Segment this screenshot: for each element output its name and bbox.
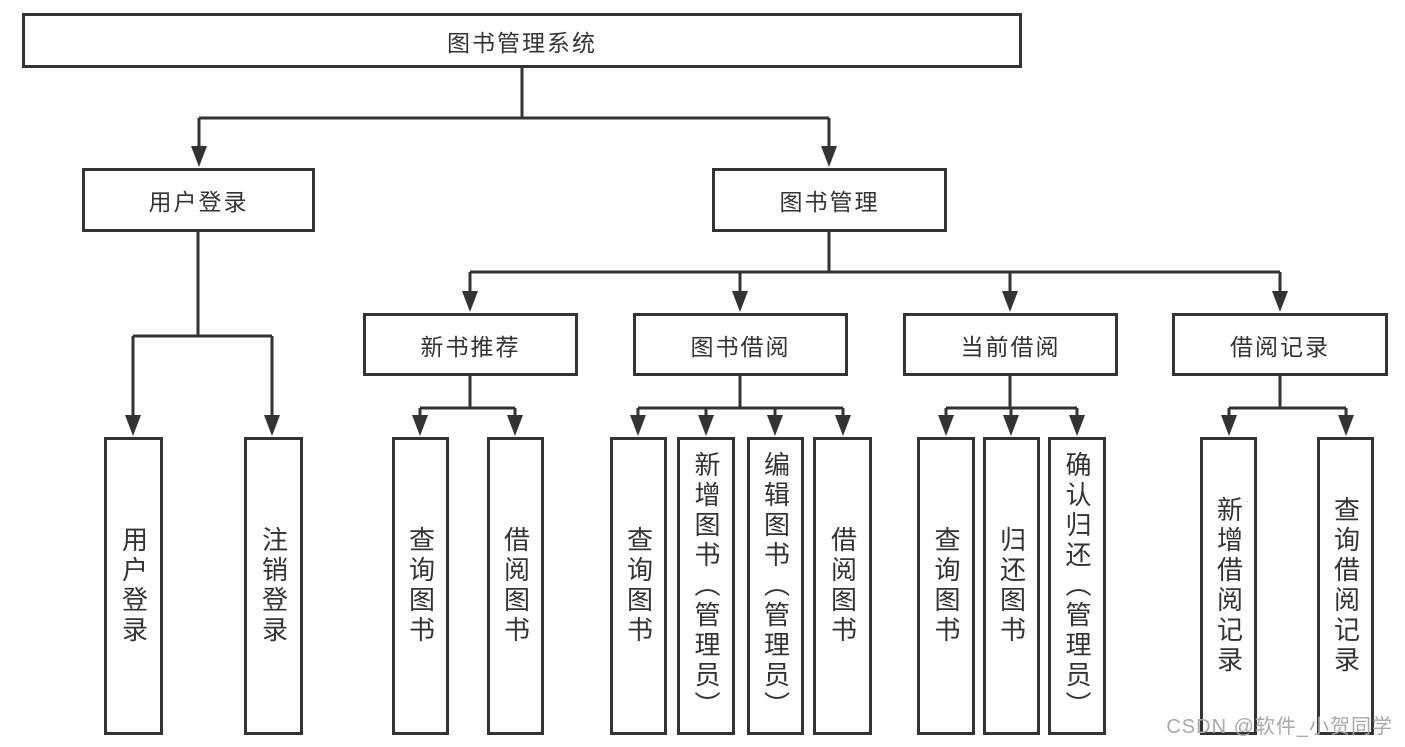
node-new-book-recommendation: 新书推荐	[363, 313, 578, 376]
leaf-recommend-query-books: 查询图书	[392, 437, 449, 735]
leaf-user-login-label: 用户登录	[118, 526, 149, 646]
node-library-system-label: 图书管理系统	[447, 29, 597, 56]
leaf-edit-books-admin: 编辑图书（管理员）	[747, 437, 804, 735]
leaf-recommend-borrow-books-label: 借阅图书	[500, 526, 531, 646]
csdn-watermark: CSDN @软件_小贺同学	[1166, 716, 1393, 738]
leaf-add-books-admin: 新增图书（管理员）	[677, 437, 735, 735]
node-current-borrowing-label: 当前借阅	[960, 333, 1061, 360]
leaf-current-query-books-label: 查询图书	[931, 526, 961, 646]
leaf-borrow-books: 借阅图书	[813, 437, 872, 735]
leaf-add-books-admin-label: 新增图书（管理员）	[691, 451, 721, 721]
leaf-return-books: 归还图书	[983, 437, 1040, 735]
leaf-query-borrow-record: 查询借阅记录	[1317, 437, 1374, 735]
leaf-confirm-return-admin-label: 确认归还（管理员）	[1062, 451, 1092, 721]
node-book-management-label: 图书管理	[779, 189, 880, 215]
leaf-confirm-return-admin: 确认归还（管理员）	[1048, 437, 1106, 735]
node-library-system: 图书管理系统	[22, 13, 1022, 68]
leaf-add-borrow-record-label: 新增借阅记录	[1213, 496, 1244, 676]
leaf-return-books-label: 归还图书	[996, 526, 1027, 646]
node-book-borrowing-label: 图书借阅	[690, 333, 791, 360]
leaf-recommend-query-books-label: 查询图书	[405, 526, 436, 646]
node-borrowing-records: 借阅记录	[1172, 313, 1388, 376]
node-user-login-label: 用户登录	[148, 189, 249, 215]
leaf-edit-books-admin-label: 编辑图书（管理员）	[760, 451, 791, 721]
leaf-borrow-query-books: 查询图书	[610, 437, 667, 735]
node-new-book-recommendation-label: 新书推荐	[420, 333, 521, 360]
node-book-borrowing: 图书借阅	[633, 313, 848, 376]
leaf-recommend-borrow-books: 借阅图书	[487, 437, 544, 735]
leaf-add-borrow-record: 新增借阅记录	[1200, 437, 1257, 735]
leaf-logout-label: 注销登录	[258, 526, 289, 646]
leaf-user-login: 用户登录	[104, 437, 163, 735]
leaf-current-query-books: 查询图书	[917, 437, 975, 735]
node-borrowing-records-label: 借阅记录	[1230, 333, 1330, 360]
node-user-login: 用户登录	[82, 168, 315, 232]
leaf-borrow-books-label: 借阅图书	[827, 526, 858, 646]
leaf-logout: 注销登录	[244, 437, 303, 735]
leaf-query-borrow-record-label: 查询借阅记录	[1330, 496, 1361, 676]
node-current-borrowing: 当前借阅	[903, 313, 1118, 376]
node-book-management: 图书管理	[712, 168, 947, 232]
leaf-borrow-query-books-label: 查询图书	[623, 526, 654, 646]
